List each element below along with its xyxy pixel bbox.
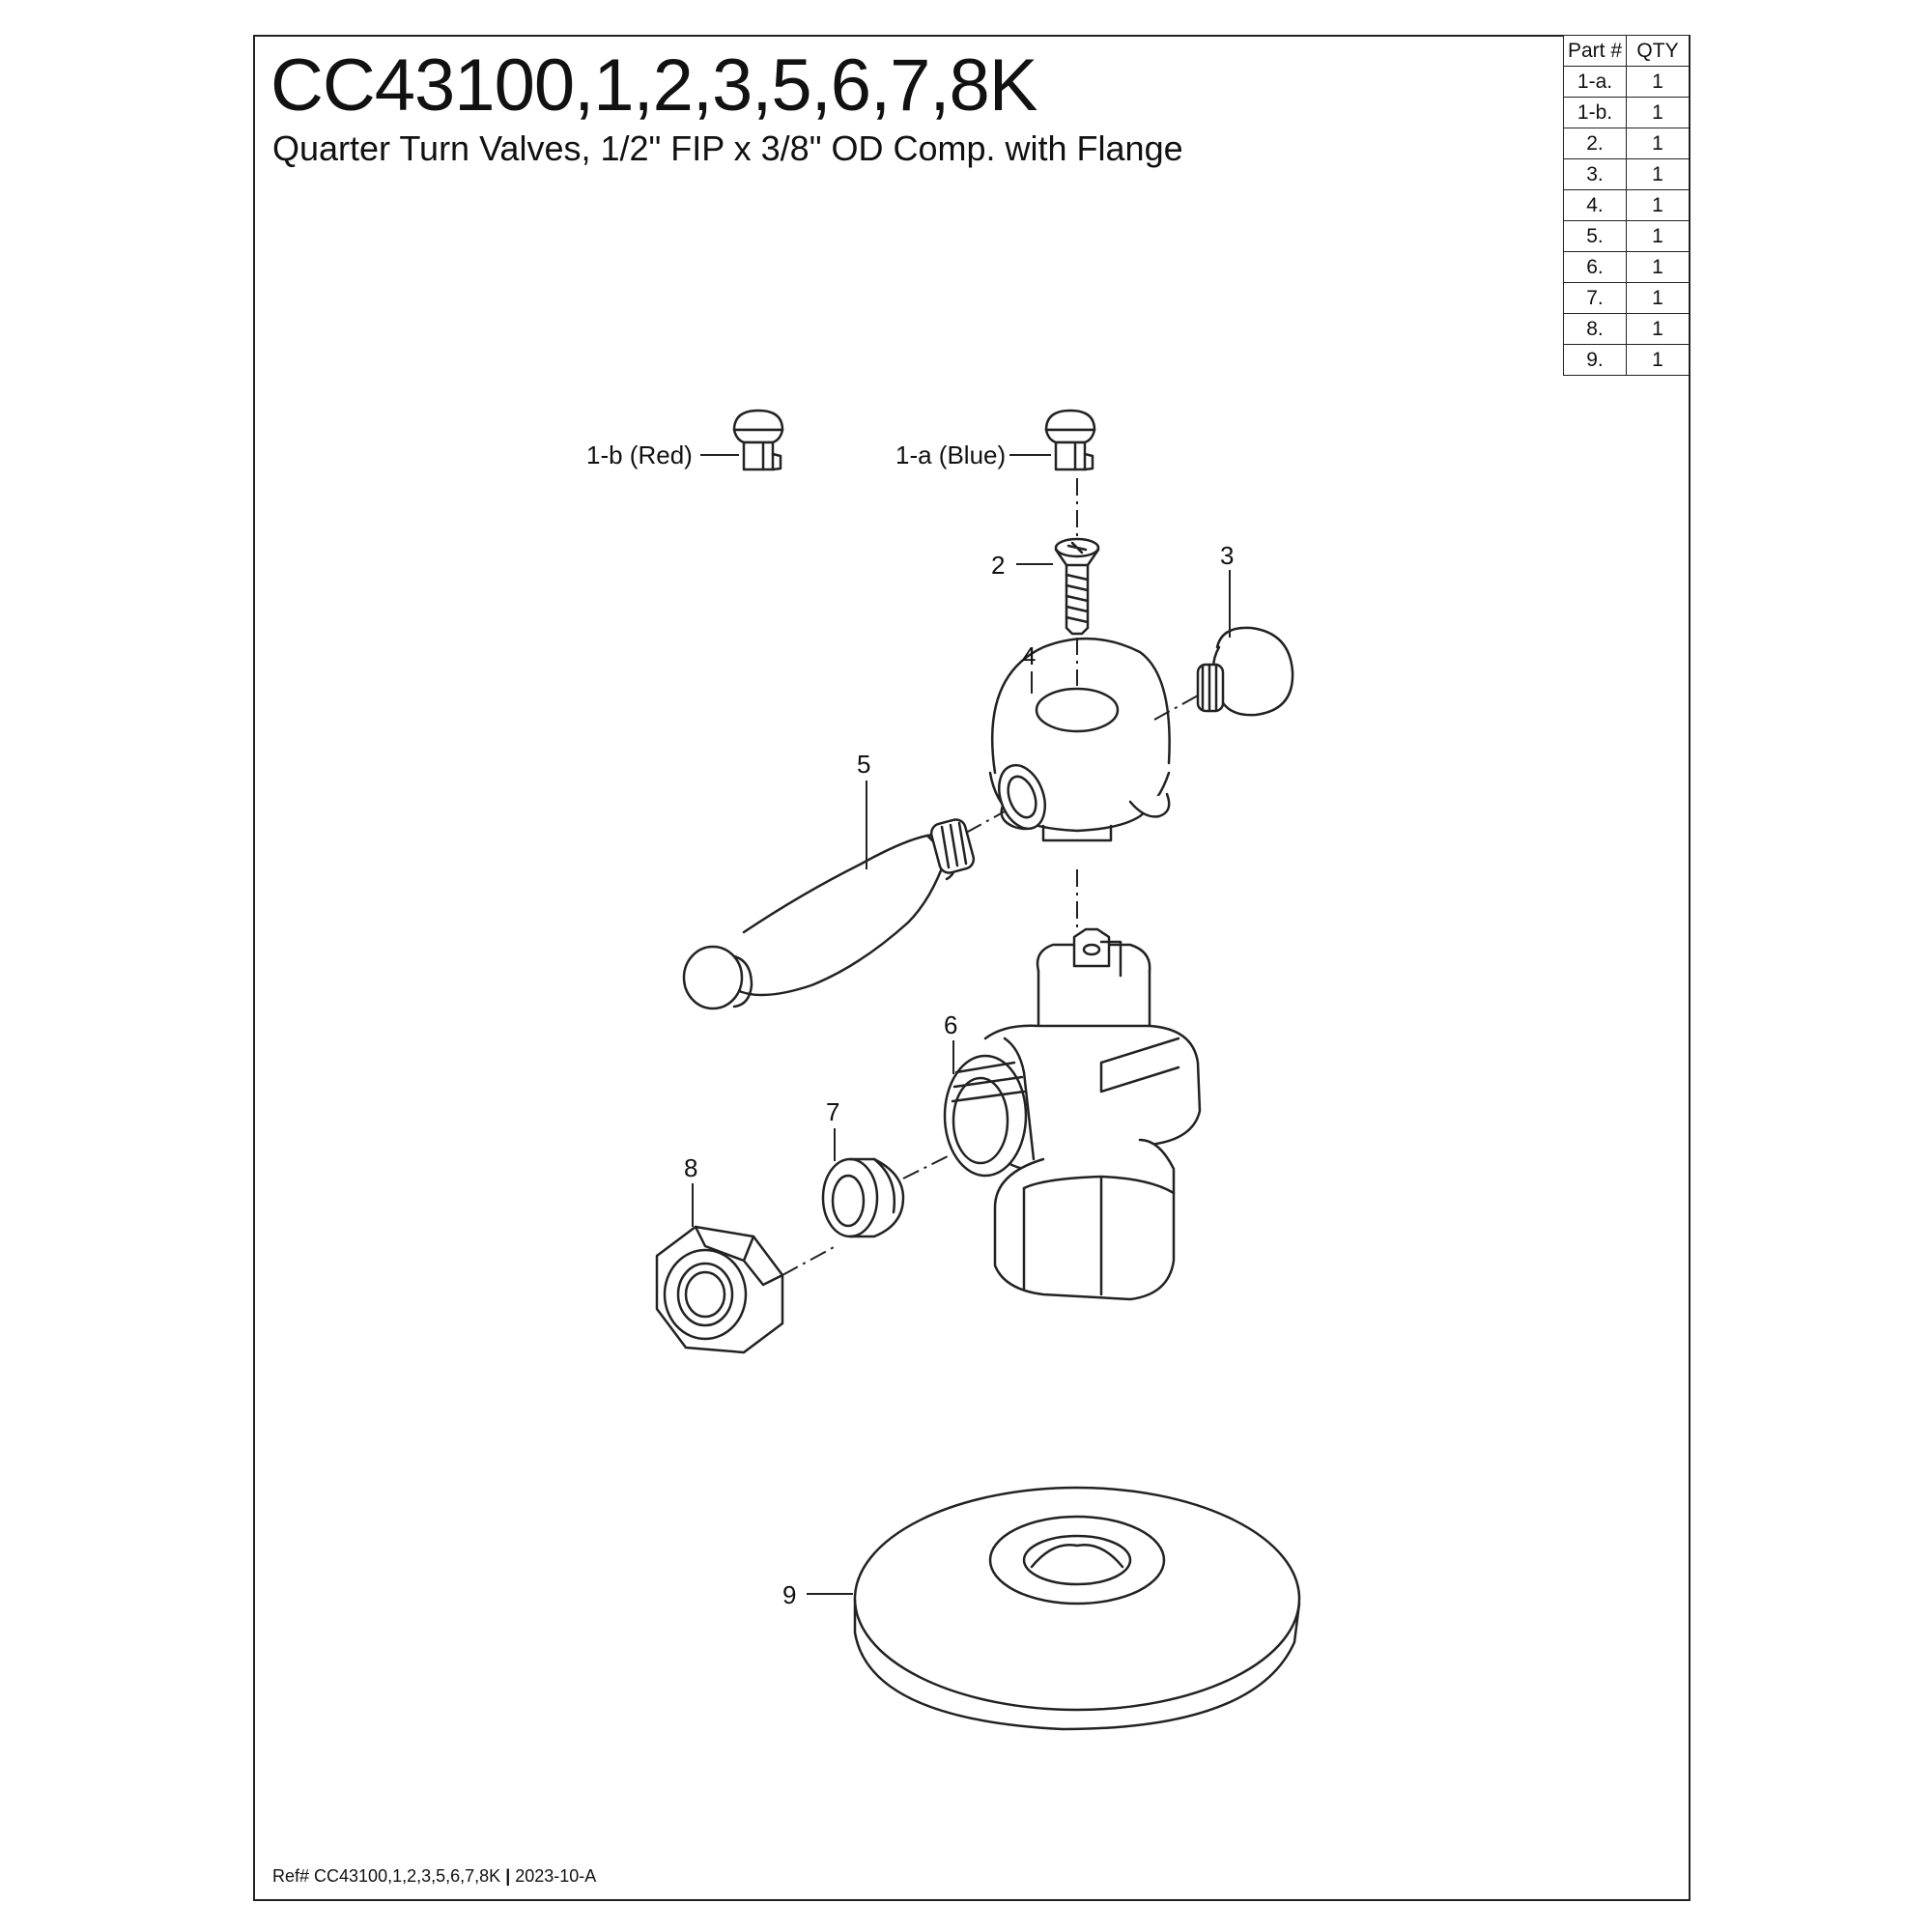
part-cell: 1-b. bbox=[1563, 97, 1627, 128]
callout-8-label: 8 bbox=[684, 1153, 697, 1182]
part-cell: 2. bbox=[1563, 128, 1627, 159]
page-subtitle: Quarter Turn Valves, 1/2" FIP x 3/8" OD … bbox=[272, 128, 1183, 168]
table-row: 9.1 bbox=[1563, 344, 1690, 376]
part-cell: 4. bbox=[1563, 189, 1627, 221]
table-row: 7.1 bbox=[1563, 282, 1690, 314]
cap-blue-part bbox=[1044, 409, 1096, 471]
index-button-part bbox=[1196, 626, 1294, 717]
drawing-border bbox=[253, 35, 1690, 1901]
qty-cell: 1 bbox=[1626, 251, 1690, 283]
qty-cell: 1 bbox=[1626, 220, 1690, 252]
callout-5-label: 5 bbox=[857, 750, 870, 779]
callout-1a-label: 1-a (Blue) bbox=[895, 440, 1006, 469]
cap-red-part bbox=[732, 409, 784, 471]
screw-part bbox=[1054, 537, 1100, 636]
callout-1b-label: 1-b (Red) bbox=[586, 440, 693, 469]
table-row: 3.1 bbox=[1563, 158, 1690, 190]
qty-cell: 1 bbox=[1626, 97, 1690, 128]
qty-cell: 1 bbox=[1626, 344, 1690, 376]
handle-hub-part bbox=[988, 637, 1171, 842]
callout-2-label: 2 bbox=[991, 551, 1005, 580]
qty-cell: 1 bbox=[1626, 189, 1690, 221]
column-header-qty: QTY bbox=[1626, 35, 1690, 67]
callout-4-label: 4 bbox=[1022, 641, 1036, 670]
callout-leaders bbox=[692, 454, 1231, 1595]
callout-6-label: 6 bbox=[944, 1010, 957, 1039]
lever-handle-part bbox=[682, 818, 976, 1010]
qty-cell: 1 bbox=[1626, 66, 1690, 98]
footer-separator: | bbox=[505, 1866, 511, 1886]
valve-body-part bbox=[943, 927, 1202, 1301]
callout-3-label: 3 bbox=[1220, 541, 1234, 570]
part-cell: 5. bbox=[1563, 220, 1627, 252]
part-cell: 6. bbox=[1563, 251, 1627, 283]
footer-reference: Ref# CC43100,1,2,3,5,6,7,8K | 2023-10-A bbox=[272, 1866, 596, 1887]
qty-cell: 1 bbox=[1626, 282, 1690, 314]
part-cell: 9. bbox=[1563, 344, 1627, 376]
assembly-center-lines bbox=[781, 478, 1199, 1276]
table-row: 1-a.1 bbox=[1563, 66, 1690, 98]
table-row: 5.1 bbox=[1563, 220, 1690, 252]
compression-nut-part bbox=[655, 1225, 784, 1354]
footer-ref-number: Ref# CC43100,1,2,3,5,6,7,8K bbox=[272, 1866, 501, 1886]
page-title: CC43100,1,2,3,5,6,7,8K bbox=[270, 44, 1037, 127]
table-row: 4.1 bbox=[1563, 189, 1690, 221]
flange-part bbox=[853, 1486, 1301, 1731]
table-row: 6.1 bbox=[1563, 251, 1690, 283]
compression-sleeve-part bbox=[821, 1157, 905, 1238]
part-cell: 3. bbox=[1563, 158, 1627, 190]
callout-7-label: 7 bbox=[826, 1097, 839, 1126]
table-row: 1-b.1 bbox=[1563, 97, 1690, 128]
callout-9-label: 9 bbox=[782, 1580, 796, 1609]
parts-table: Part # QTY 1-a.1 1-b.1 2.1 3.1 4.1 5.1 6… bbox=[1563, 35, 1690, 376]
footer-revision: 2023-10-A bbox=[515, 1866, 597, 1886]
